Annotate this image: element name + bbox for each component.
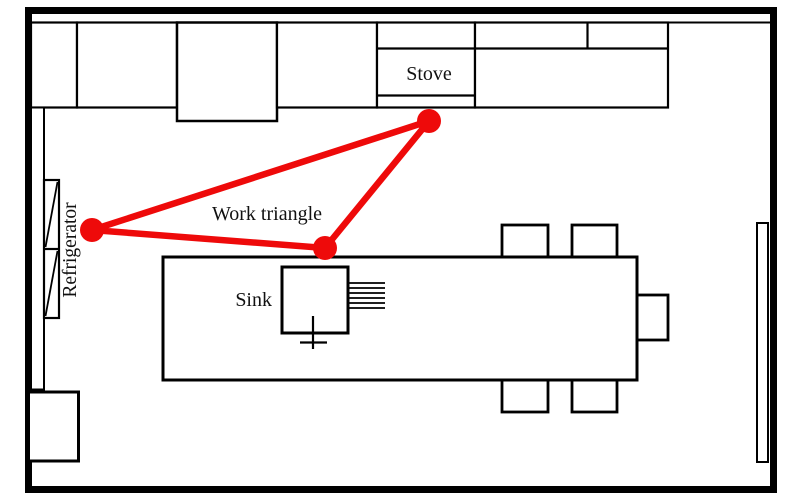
- counter-segment-3-protruding: [175, 21, 279, 123]
- right-counter-block: [473, 21, 670, 109]
- work-triangle: Work triangle: [80, 109, 441, 260]
- island-unit: Sink: [161, 255, 639, 382]
- counter-segment-4: [275, 21, 379, 109]
- right-wall-door-leaf: [756, 222, 769, 463]
- refrigerator-door-diagonal-bottom: [44, 250, 59, 317]
- chair-bottom-left: [500, 378, 550, 414]
- sink-drainboard-lines: [348, 282, 385, 309]
- work-triangle-vertex-stove: [417, 109, 441, 133]
- bottom-left-cabinet: [27, 390, 80, 463]
- chair-bottom-right: [570, 378, 619, 414]
- sink-basin: [280, 265, 350, 335]
- refrigerator-unit: Refrigerator: [42, 178, 81, 320]
- work-triangle-path: [88, 117, 433, 252]
- refrigerator-door-diagonal-top: [44, 181, 59, 248]
- work-triangle-label: Work triangle: [212, 203, 322, 225]
- sink-label: Sink: [235, 289, 272, 311]
- left-counter-strip: [30, 106, 45, 391]
- chairs: [500, 223, 670, 414]
- right-counter-outline: [473, 21, 670, 109]
- top-counter-run: Stove: [29, 21, 670, 123]
- outer-wall: [25, 7, 777, 493]
- chair-top-left: [500, 223, 550, 259]
- sink-faucet-icon: [300, 316, 327, 349]
- refrigerator-label: Refrigerator: [60, 202, 81, 298]
- counter-segment-1: [29, 21, 79, 109]
- island-outline: [161, 255, 639, 382]
- stove-label: Stove: [406, 63, 452, 85]
- work-triangle-vertex-refrigerator: [80, 218, 104, 242]
- chair-top-right: [570, 223, 619, 259]
- chair-end: [635, 293, 670, 342]
- counter-segment-2: [75, 21, 179, 109]
- work-triangle-vertex-sink: [313, 236, 337, 260]
- stove-unit: Stove: [375, 21, 477, 109]
- stove-outline: [375, 21, 477, 109]
